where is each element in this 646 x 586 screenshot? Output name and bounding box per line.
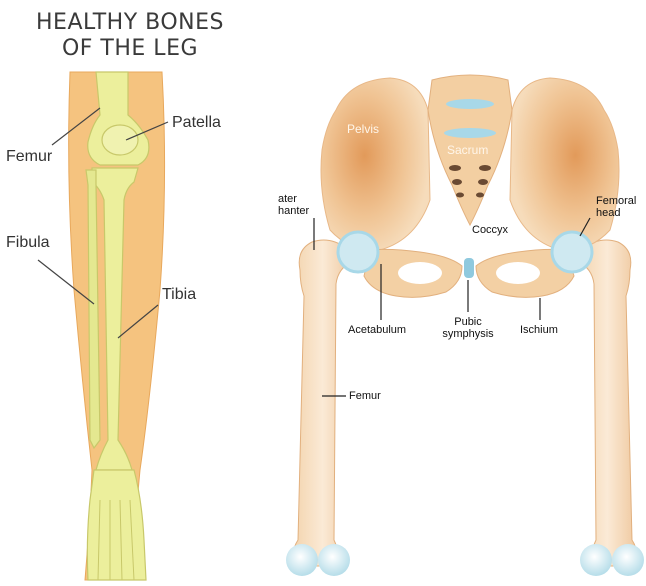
label-ischium: Ischium [520, 324, 558, 336]
diagram-title-line-2: OF THE LEG [0, 36, 260, 61]
label-tibia: Tibia [162, 286, 196, 304]
label-greater-trochanter-line-2: hanter [278, 205, 309, 217]
right-iliac-wing [510, 78, 619, 250]
label-femoral-head-line-1: Femoral [596, 195, 636, 207]
label-pubic-symphysis-line-1: Pubic [440, 316, 496, 328]
label-femoral-head-line-2: head [596, 207, 620, 219]
label-sacrum: Sacrum [447, 143, 488, 157]
label-fibula: Fibula [6, 234, 50, 252]
leg-foot-bones [87, 470, 146, 580]
left-femur-bone [293, 240, 352, 566]
label-acetabulum: Acetabulum [348, 324, 406, 336]
label-femur-leg: Femur [6, 148, 52, 166]
right-femur-bone [578, 240, 637, 566]
label-pubic-symphysis-line-2: symphysis [434, 328, 502, 340]
left-iliac-wing [321, 78, 430, 250]
label-coccyx: Coccyx [472, 224, 508, 236]
leg-patella-bone [102, 125, 138, 155]
label-patella: Patella [172, 114, 221, 132]
leg-illustration [38, 72, 168, 580]
diagram-title-line-1: HEALTHY BONES [0, 10, 260, 35]
label-femur-pelvis: Femur [349, 390, 381, 402]
label-greater-trochanter-line-1: ater [278, 193, 297, 205]
label-pelvis: Pelvis [347, 122, 379, 136]
